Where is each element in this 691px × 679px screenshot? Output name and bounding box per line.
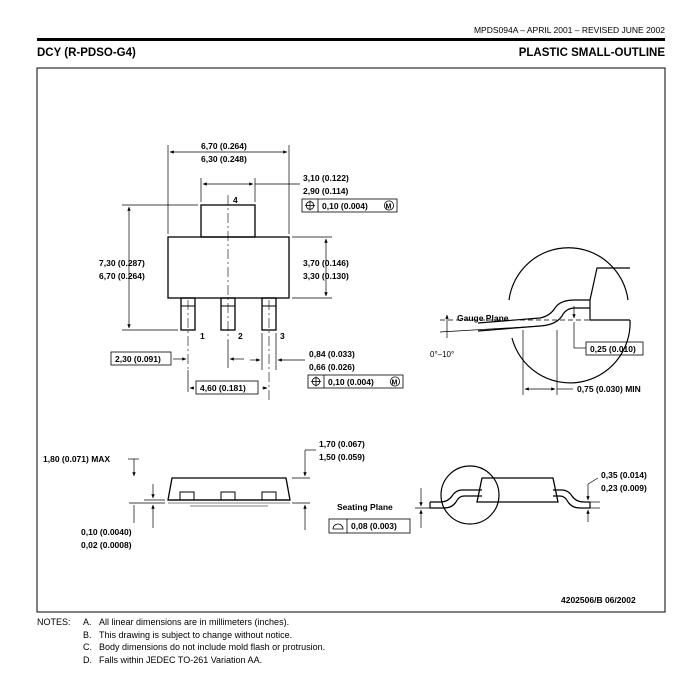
note-a: All linear dimensions are in millimeters…	[99, 617, 290, 627]
gauge-value-label: 0,25 (0.010)	[590, 344, 636, 354]
max-height-label: 1,80 (0.071) MAX	[43, 454, 110, 464]
flatness-label: 0,08 (0.003)	[351, 521, 397, 531]
width-max-label: 6,70 (0.264)	[201, 141, 247, 151]
profile-min-label: 1,50 (0.059)	[319, 452, 365, 462]
pin-2-label: 2	[238, 331, 243, 341]
angle-label: 0°–10°	[430, 350, 454, 359]
package-title: DCY (R-PDSO-G4)	[37, 47, 136, 59]
notes-label: NOTES:	[37, 617, 71, 627]
foot-length-label: 0,75 (0.030) MIN	[577, 384, 641, 394]
note-d: Falls within JEDEC TO-261 Variation AA.	[99, 654, 263, 665]
package-body	[167, 236, 290, 299]
profile-max-label: 1,70 (0.067)	[319, 439, 365, 449]
package-outline-title: PLASTIC SMALL-OUTLINE	[518, 47, 665, 59]
gauge-detail	[439, 247, 631, 395]
note-b: This drawing is subject to change withou…	[99, 629, 293, 640]
side-view	[128, 449, 316, 530]
top-view	[122, 145, 332, 400]
drawing-id: 4202506/B 06/2002	[561, 595, 636, 605]
standoff-min-label: 0,02 (0.0008)	[81, 540, 132, 550]
pin-4-label: 4	[233, 195, 238, 205]
lead-min-label: 0,66 (0.026)	[309, 362, 355, 372]
gauge-plane-label: Gauge Plane	[457, 313, 509, 323]
height-max-label: 7,30 (0.287)	[99, 258, 145, 268]
tab-max-label: 3,10 (0.122)	[303, 173, 349, 183]
lead-tolerance-frame	[307, 374, 404, 389]
pin-3-label: 3	[280, 331, 285, 341]
seating-detail	[415, 465, 600, 528]
mmc-symbol-tab: M	[386, 204, 392, 211]
tab-tolerance-frame	[301, 198, 398, 213]
pin-1-label: 1	[200, 331, 205, 341]
body-min-label: 3,30 (0.130)	[303, 271, 349, 281]
lead-max-label: 0,84 (0.033)	[309, 349, 355, 359]
height-min-label: 6,70 (0.264)	[99, 271, 145, 281]
mmc-symbol-lead: M	[392, 380, 398, 387]
note-c: Body dimensions do not include mold flas…	[99, 642, 326, 652]
flatness-frame	[328, 518, 411, 534]
width-min-label: 6,30 (0.248)	[201, 154, 247, 164]
document-id: MPDS094A – APRIL 2001 – REVISED JUNE 200…	[473, 25, 665, 35]
lead-thickness-min-label: 0,23 (0.009)	[601, 483, 647, 493]
lead-tolerance-label: 0,10 (0.004)	[328, 377, 374, 387]
drawing-frame	[36, 67, 666, 613]
header-rule	[37, 38, 665, 41]
lead-thickness-max-label: 0,35 (0.014)	[601, 470, 647, 480]
tab-tolerance-label: 0,10 (0.004)	[322, 201, 368, 211]
span-label: 4,60 (0.181)	[200, 383, 246, 393]
standoff-max-label: 0,10 (0.0040)	[81, 527, 132, 537]
pitch-label: 2,30 (0.091)	[115, 354, 161, 364]
tab-min-label: 2,90 (0.114)	[303, 186, 349, 196]
seating-plane-label: Seating Plane	[337, 502, 393, 512]
body-max-label: 3,70 (0.146)	[303, 258, 349, 268]
notes: NOTES:A.All linear dimensions are in mil…	[37, 617, 326, 665]
